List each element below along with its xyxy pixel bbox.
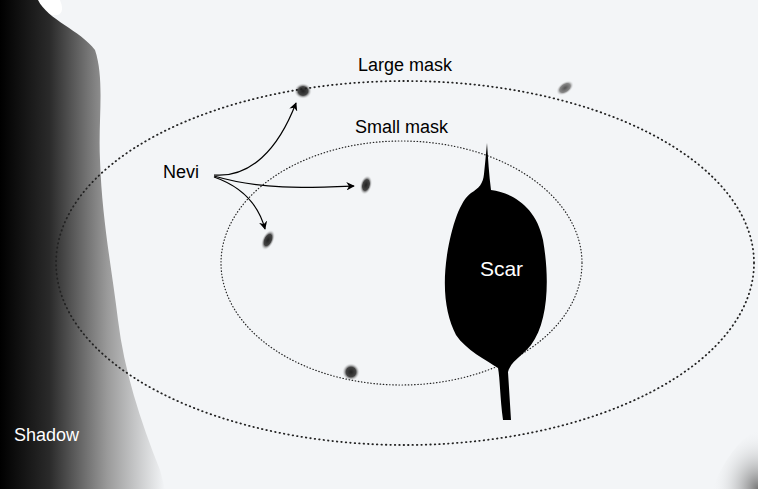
scar-shape: Scar	[445, 143, 550, 423]
scar-label: Scar	[480, 257, 523, 281]
leader-arrows	[214, 103, 354, 229]
node-outline	[0, 0, 165, 489]
scar-outline	[445, 143, 547, 420]
mask-label: Small mask	[355, 117, 448, 138]
shadow-region: Shadow	[0, 0, 165, 489]
shadow-shape	[0, 0, 165, 489]
node-outline	[445, 143, 550, 423]
corner-shadow	[712, 430, 758, 489]
mask-region: ScarSmall maskLarge mask	[55, 80, 755, 446]
shadow-label: Shadow	[14, 425, 79, 446]
mask-outline	[56, 81, 754, 445]
mask-label: Large mask	[358, 55, 452, 76]
mask-region: ScarSmall mask	[220, 140, 583, 386]
callout-label: Nevi	[163, 162, 199, 183]
mask-outline	[221, 141, 582, 385]
